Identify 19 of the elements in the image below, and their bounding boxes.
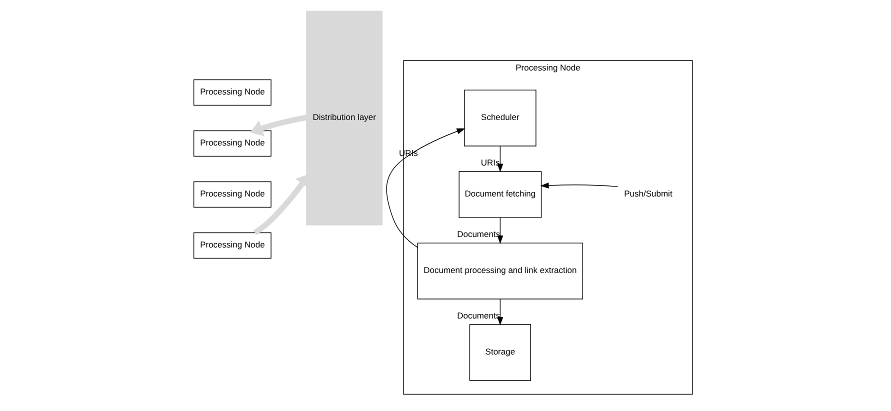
node-box: Processing Node (192, 232, 271, 259)
node-text: Push/Submit (624, 188, 672, 199)
node-box: Distribution layer (306, 10, 382, 226)
arrow (252, 174, 309, 236)
edge-label: Documents (456, 229, 500, 240)
node-box: Scheduler (464, 90, 536, 146)
arrow (250, 114, 306, 136)
edge-label: URIs (480, 157, 500, 168)
arrow (496, 217, 503, 244)
node-box: Processing Node (192, 79, 271, 106)
node-box: Storage (468, 324, 530, 381)
node-box: Processing Node (192, 181, 271, 208)
node-box: Document processing and link extraction (416, 242, 583, 300)
arrow (386, 128, 465, 248)
edge-label: Documents (456, 310, 500, 321)
arrow (540, 182, 618, 188)
arrow (496, 298, 503, 326)
node-box: Document fetching (458, 171, 542, 218)
node-box: Processing Node (192, 130, 271, 157)
